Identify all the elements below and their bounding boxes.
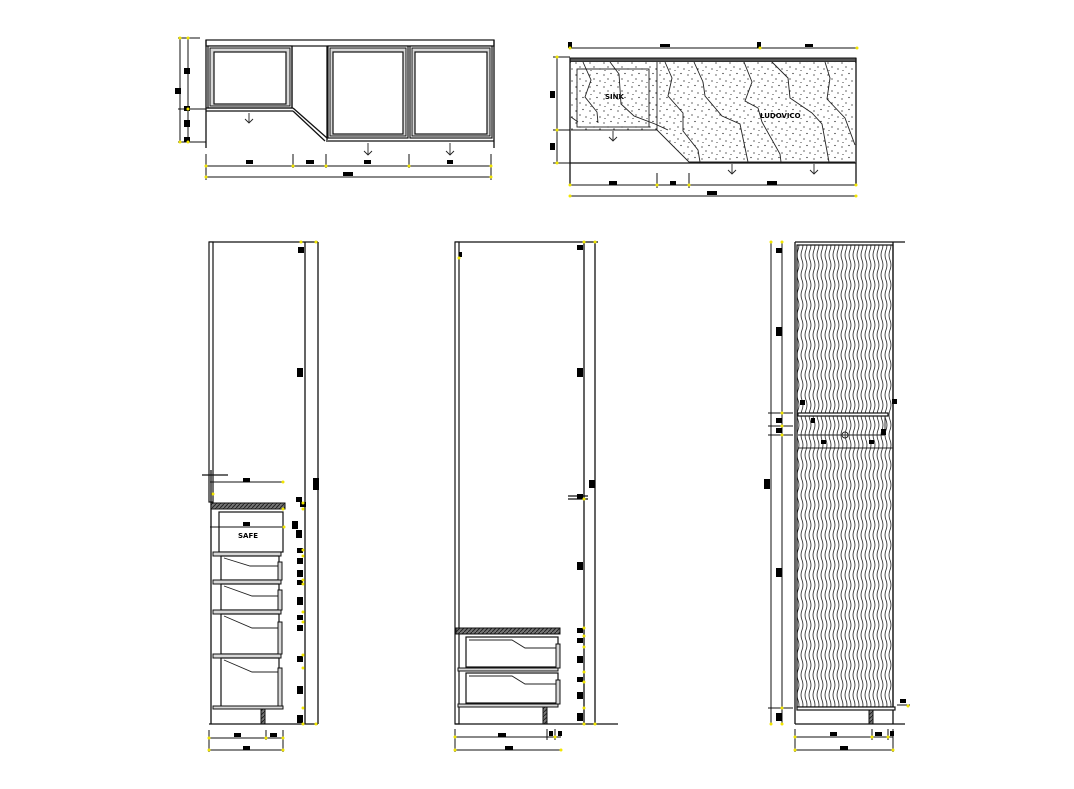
open-arrow-icon	[363, 143, 373, 156]
dimension-lines-bottom	[204, 154, 493, 180]
countertop-section	[210, 502, 286, 510]
dimension-lines-left	[175, 36, 206, 144]
countertop-dimensions	[550, 42, 859, 198]
safe-label: SAFE	[238, 532, 258, 540]
drawer-1	[457, 636, 561, 672]
countertop-plan: SINK LUDOVICO	[550, 42, 859, 198]
cabinet-door-3	[409, 45, 493, 139]
sink-cutout: SINK	[576, 68, 650, 128]
stone-label: LUDOVICO	[760, 112, 801, 120]
tall-unit-3-dimensions	[764, 240, 910, 752]
tall-unit-with-drawers: SAFE	[202, 240, 319, 752]
drawer-4	[212, 653, 283, 709]
drawer-3	[212, 609, 283, 655]
open-arrow-icon	[727, 164, 737, 175]
tall-unit-1-dimensions	[207, 240, 319, 752]
wall-cabinet-elevation	[175, 36, 495, 180]
open-arrow-icon	[445, 143, 455, 156]
open-arrow-icon	[809, 164, 819, 175]
open-arrow-icon	[608, 131, 618, 142]
cabinet-door-1	[207, 45, 293, 109]
wood-grain-panel	[796, 244, 894, 708]
tall-unit-two-drawers	[453, 240, 618, 752]
handle-icon	[841, 431, 849, 439]
cabinet-door-2	[327, 45, 409, 139]
countertop-section	[455, 627, 561, 635]
open-arrow-icon	[244, 113, 254, 124]
drawer-1	[212, 551, 283, 581]
stone-veins	[570, 61, 856, 163]
tall-unit-textured	[764, 240, 910, 752]
drawer-2	[457, 672, 561, 708]
stone-surface	[571, 62, 855, 162]
sink-label: SINK	[605, 93, 625, 101]
tall-unit-2-dimensions	[453, 240, 597, 752]
drawer-2	[212, 579, 283, 611]
